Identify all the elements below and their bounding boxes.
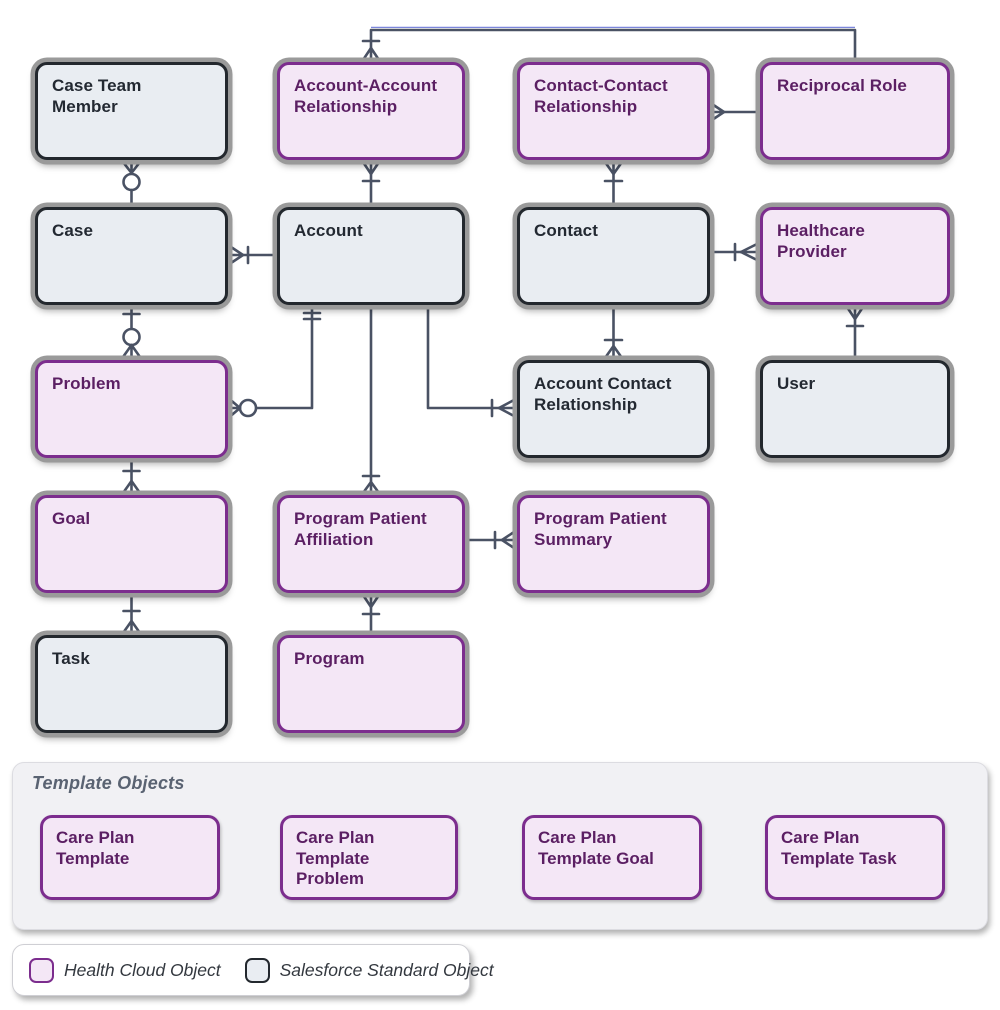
entity-account-contact-relationship: Account Contact Relationship <box>517 360 710 458</box>
entity-user: User <box>760 360 950 458</box>
legend-label-salesforce-standard: Salesforce Standard Object <box>279 959 494 980</box>
entity-account: Account <box>277 207 465 305</box>
connector-account-acr <box>426 303 516 418</box>
salesforce-standard-object-swatch-icon <box>244 957 270 983</box>
connector-case-account <box>229 245 279 265</box>
entity-problem: Problem <box>35 360 228 458</box>
entity-care-plan-template-task: Care Plan Template Task <box>765 815 945 900</box>
connector-case-problem <box>121 303 142 359</box>
connector-aar-reciprocalrole <box>361 26 857 64</box>
connector-account-ppa <box>361 303 381 495</box>
entity-program-patient-affiliation: Program Patient Affiliation <box>277 495 465 593</box>
connector-account-problem <box>228 303 322 418</box>
connector-contact-acr <box>603 303 624 360</box>
connector-contact-healthcareprovider <box>708 242 759 262</box>
health-cloud-object-swatch-icon <box>29 957 54 983</box>
connector-ccr-reciprocalrole <box>710 102 762 122</box>
connector-ppa-program <box>361 593 381 637</box>
connector-problem-goal <box>121 456 142 495</box>
entity-contact-contact-relationship: Contact-Contact Relationship <box>517 62 710 160</box>
entity-case: Case <box>35 207 228 305</box>
connector-ppa-pps <box>463 530 516 550</box>
entity-contact: Contact <box>517 207 710 305</box>
entity-program-patient-summary: Program Patient Summary <box>517 495 710 593</box>
entity-reciprocal-role: Reciprocal Role <box>760 62 950 160</box>
entity-goal: Goal <box>35 495 228 593</box>
entity-care-plan-template-problem: Care Plan Template Problem <box>280 815 458 900</box>
entity-account-account-relationship: Account-Account Relationship <box>277 62 465 160</box>
entity-task: Task <box>35 635 228 733</box>
entity-case-team-member: Case Team Member <box>35 62 228 160</box>
connector-aar-account <box>361 160 381 209</box>
legend: Health Cloud Object Salesforce Standard … <box>12 944 494 996</box>
connector-healthcareprovider-user <box>845 305 865 362</box>
entity-care-plan-template-goal: Care Plan Template Goal <box>522 815 702 900</box>
entity-healthcare-provider: Healthcare Provider <box>760 207 950 305</box>
entity-care-plan-template: Care Plan Template <box>40 815 220 900</box>
entity-program: Program <box>277 635 465 733</box>
connector-goal-task <box>121 591 142 635</box>
connector-ccr-contact <box>603 160 624 209</box>
connector-case-caseteammember <box>121 160 142 209</box>
legend-label-health-cloud: Health Cloud Object <box>64 959 221 980</box>
template-objects-title: Template Objects <box>32 773 185 793</box>
